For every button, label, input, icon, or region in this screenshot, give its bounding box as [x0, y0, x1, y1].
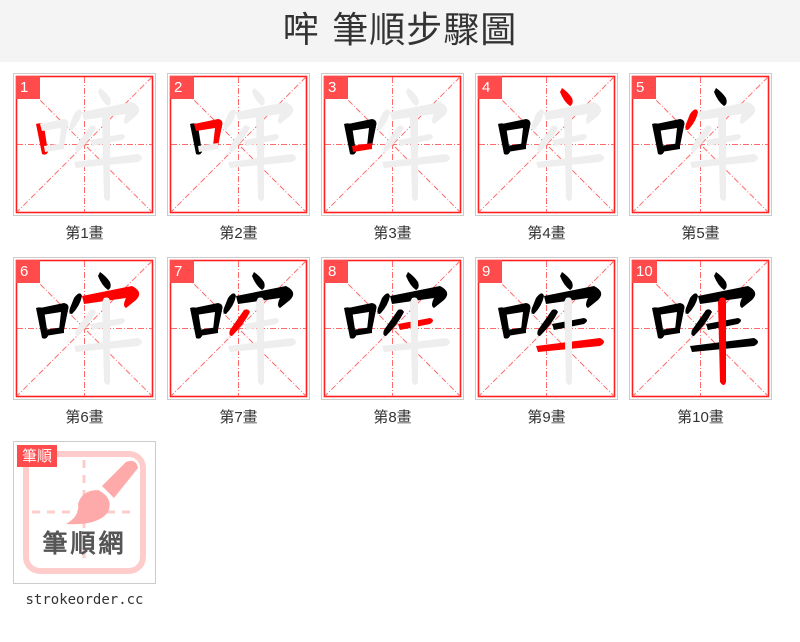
step-number-badge: 8: [324, 260, 348, 283]
character-stroke-image: [477, 75, 616, 214]
stroke-grid-box: 10: [629, 257, 772, 400]
step-caption: 第3畫: [373, 225, 412, 242]
step-number-badge: 7: [170, 260, 194, 283]
step-number-badge: 6: [16, 260, 40, 283]
character-stroke-image: [15, 259, 154, 398]
character-stroke-image: [477, 259, 616, 398]
brush-icon: [23, 451, 146, 574]
character-stroke-image: [631, 259, 770, 398]
stroke-grid-box: 2: [167, 73, 310, 216]
step-caption: 第10畫: [677, 409, 724, 426]
character-stroke-image: [631, 75, 770, 214]
header-bar: 哰 筆順步驟圖: [0, 0, 800, 62]
logo-card[interactable]: 筆順 筆順網: [13, 441, 156, 584]
character-stroke-image: [323, 75, 462, 214]
stroke-grid-box: 9: [475, 257, 618, 400]
step-number-badge: 4: [478, 76, 502, 99]
stroke-grid-box: 5: [629, 73, 772, 216]
character-stroke-image: [15, 75, 154, 214]
step-number-badge: 9: [478, 260, 502, 283]
step-number-badge: 2: [170, 76, 194, 99]
step-caption: 第7畫: [219, 409, 258, 426]
step-caption: 第6畫: [65, 409, 104, 426]
stroke-grid-box: 4: [475, 73, 618, 216]
character-stroke-image: [169, 259, 308, 398]
step-caption: 第1畫: [65, 225, 104, 242]
page-title: 哰 筆順步驟圖: [282, 10, 518, 51]
stroke-grid-box: 6: [13, 257, 156, 400]
step-number-badge: 10: [632, 260, 657, 283]
step-caption: 第8畫: [373, 409, 412, 426]
step-caption: 第4畫: [527, 225, 566, 242]
stroke-grid-box: 8: [321, 257, 464, 400]
step-caption: 第5畫: [681, 225, 720, 242]
logo-text: 筆順網: [42, 529, 127, 558]
step-number-badge: 1: [16, 76, 40, 99]
stroke-grid-box: 3: [321, 73, 464, 216]
step-caption: 第9畫: [527, 409, 566, 426]
character-stroke-image: [323, 259, 462, 398]
stroke-grid-box: 1: [13, 73, 156, 216]
character-stroke-image: [169, 75, 308, 214]
step-number-badge: 5: [632, 76, 656, 99]
logo-tag: 筆順: [17, 445, 58, 467]
stroke-grid-box: 7: [167, 257, 310, 400]
step-caption: 第2畫: [219, 225, 258, 242]
step-number-badge: 3: [324, 76, 348, 99]
site-link[interactable]: strokeorder.cc: [25, 592, 144, 608]
